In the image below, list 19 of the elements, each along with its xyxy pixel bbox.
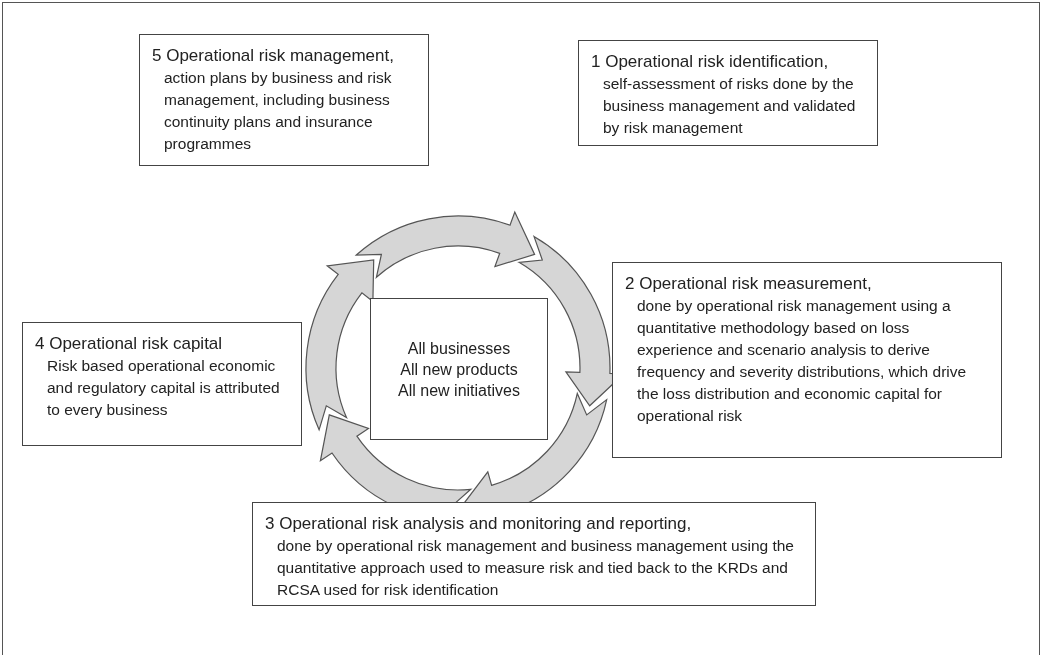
- step-box: [139, 34, 429, 166]
- step-heading: 4 Operational risk capital: [35, 333, 224, 355]
- step-heading: 2 Operational risk measurement,: [625, 273, 873, 295]
- step-box: [612, 262, 1002, 458]
- scope-text: All new products: [400, 359, 518, 380]
- step-heading: 3 Operational risk analysis and monitoring and reporting,: [265, 513, 693, 535]
- step-box: [22, 322, 302, 446]
- step-description: done by operational risk management using a quantitative methodology based on loss experience and scenario analysis to derive frequency and severity distributions, which drive the loss distribution and economic capital for operational risk: [636, 296, 968, 426]
- step-heading: 5 Operational risk management,: [152, 45, 395, 67]
- step-box: [252, 502, 816, 606]
- scope-text: All businesses: [407, 338, 511, 359]
- step-description: action plans by business and risk management, including business continuity plans and insurance programmes: [163, 68, 393, 154]
- scope-text: All new initiatives: [398, 380, 520, 401]
- center-box: [370, 298, 548, 440]
- step-description: Risk based operational economic and regulatory capital is attributed to every business: [46, 356, 281, 420]
- step-box: [578, 40, 878, 146]
- step-description: self-assessment of risks done by the business management and validated by risk management: [602, 74, 857, 138]
- step-heading: 1 Operational risk identification,: [591, 51, 830, 73]
- step-description: done by operational risk management and business management using the quantitative approach used to measure risk and tied back to the KRDs and RCSA used for risk identification: [276, 536, 795, 600]
